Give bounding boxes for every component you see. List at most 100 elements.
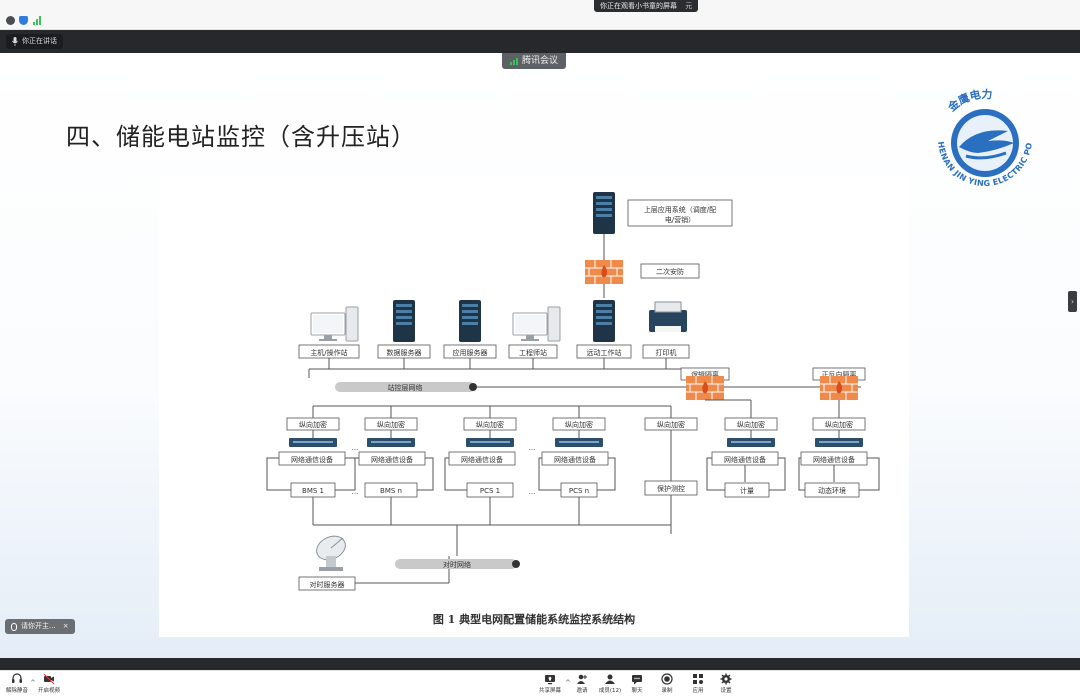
endpoint-label: 动态环境 [818,486,846,495]
time-server-label: 对时服务器 [310,580,345,589]
share-screen-icon [545,675,555,685]
monitoring-diagram-figure: 上层应用系统（调度/配 电/营销） 二次安防 主 [159,176,909,637]
microphone-icon [12,37,18,46]
workstation-label: 主机/操作站 [310,348,347,357]
security-zone-label: 二次安防 [656,267,684,276]
station-network-label: 站控层网络 [388,383,423,392]
time-network-bar [395,559,517,569]
side-panel-handle[interactable]: › [1068,291,1077,312]
switch-icon [367,438,415,447]
chevron-up-icon[interactable]: ^ [30,679,36,687]
chat-button[interactable]: 聊天 [622,673,652,694]
speaking-indicator-label: 请你开主... [21,622,56,630]
server-icon [593,300,615,342]
chevron-up-icon[interactable]: ^ [565,679,571,687]
encryption-label: 纵向加密 [825,420,853,429]
camera-icon [43,673,55,685]
slide-title: 四、储能电站监控（含升压站） [66,123,416,151]
company-logo: 金鹰电力 HENAN JIN YING ELECTRIC POWER [921,74,1044,205]
record-button[interactable]: 录制 [652,673,682,694]
endpoint-label: BMS 1 [302,487,324,495]
start-video-label: 开启视频 [37,688,60,694]
server-icon [393,300,415,342]
switch-icon [815,438,863,447]
satellite-dish-icon [316,535,346,571]
settings-button[interactable]: 设置 [711,673,741,694]
close-icon[interactable]: × [62,622,69,630]
ellipsis-label: ... [529,488,536,496]
encryption-label: 纵向加密 [377,420,405,429]
workstation-label: 应用服务器 [453,348,488,357]
workstation-label: 远动工作站 [587,348,622,357]
endpoint-label: 保护测控 [657,484,685,493]
pc-icon [512,306,561,342]
switch-icon [727,438,775,447]
record-icon [661,673,673,685]
switch-icon [466,438,514,447]
meeting-strip: 你正在讲话 [0,30,1080,53]
encryption-boxes: 纵向加密 纵向加密 纵向加密 纵向加密 纵向加密 纵向加密 纵向加密 [286,417,866,431]
unmute-button[interactable]: 解除静音 [2,673,32,694]
endpoint-boxes: BMS 1 BMS n PCS 1 PCS n 保护测控 计量 动态环境 [290,480,860,498]
network-status-icon[interactable] [6,16,15,25]
screen-share-banner[interactable]: 你正在观看小书童的屏幕 元 [594,0,699,12]
meeting-info-tab[interactable]: 腾讯会议 [502,53,567,69]
apps-button[interactable]: 应用 [683,673,713,694]
unmute-label: 解除静音 [5,688,28,694]
endpoint-label: BMS n [380,487,402,495]
comm-device-label: 网络通信设备 [291,455,333,464]
meeting-name-label: 腾讯会议 [522,56,559,66]
server-icon [459,300,481,342]
speaking-status-label: 你正在讲话 [22,37,57,45]
encryption-label: 纵向加密 [299,420,327,429]
start-video-button[interactable]: 开启视频 [34,673,64,694]
members-icon [605,674,615,684]
endpoint-label: 计量 [740,486,754,495]
record-label: 录制 [661,688,673,694]
chat-icon [632,675,642,685]
upper-system-label: 上层应用系统（调度/配 [644,205,716,214]
comm-device-label: 网络通信设备 [554,455,596,464]
ellipsis-label: ... [352,488,359,496]
speaking-status[interactable]: 你正在讲话 [6,34,63,49]
signal-icon[interactable] [33,16,41,25]
ellipsis-label: ... [529,444,536,452]
workstation-label: 数据服务器 [387,348,422,357]
encryption-label: 纵向加密 [565,420,593,429]
comm-device-label: 网络通信设备 [813,455,855,464]
shared-slide: 四、储能电站监控（含升压站） 金鹰电力 HENAN JIN YING ELECT… [0,53,1080,658]
share-banner-text: 你正在观看小书童的屏幕 [600,2,677,10]
shield-icon[interactable] [19,16,28,25]
switch-icon [289,438,337,447]
upper-system-server-icon [593,192,615,234]
printer-icon [649,301,687,332]
firewall-icon [584,259,624,285]
apps-icon [693,674,703,684]
comm-device-label: 网络通信设备 [461,455,503,464]
headset-icon [12,673,22,683]
speaking-indicator[interactable]: 请你开主... × [5,619,75,634]
share-screen-button[interactable]: 共享屏幕 [535,673,565,694]
settings-label: 设置 [720,688,732,694]
workstation-label: 工程师站 [519,348,547,357]
share-screen-label: 共享屏幕 [538,688,561,694]
upper-system-label-cont: 电/营销） [665,215,695,224]
share-banner-close-button[interactable]: 元 [685,2,693,10]
chat-label: 聊天 [631,688,643,694]
logic-isolation-label: 逻辑隔离 [691,370,719,379]
station-network-bar [335,382,475,392]
members-button[interactable]: 成员(12) [595,673,625,694]
invite-button[interactable]: 邀请 [567,673,597,694]
encryption-label: 纵向加密 [476,420,504,429]
top-bar: 你正在观看小书童的屏幕 元 [0,0,1080,30]
bottom-strip [0,658,1080,670]
firewall-icon [685,375,725,401]
ellipsis-label: ... [352,444,359,452]
settings-icon [720,673,732,685]
workstation-label: 打印机 [656,348,677,357]
comm-device-label: 网络通信设备 [724,455,766,464]
endpoint-label: PCS n [569,487,589,495]
firewall-icon [819,375,859,401]
switch-icon [555,438,603,447]
